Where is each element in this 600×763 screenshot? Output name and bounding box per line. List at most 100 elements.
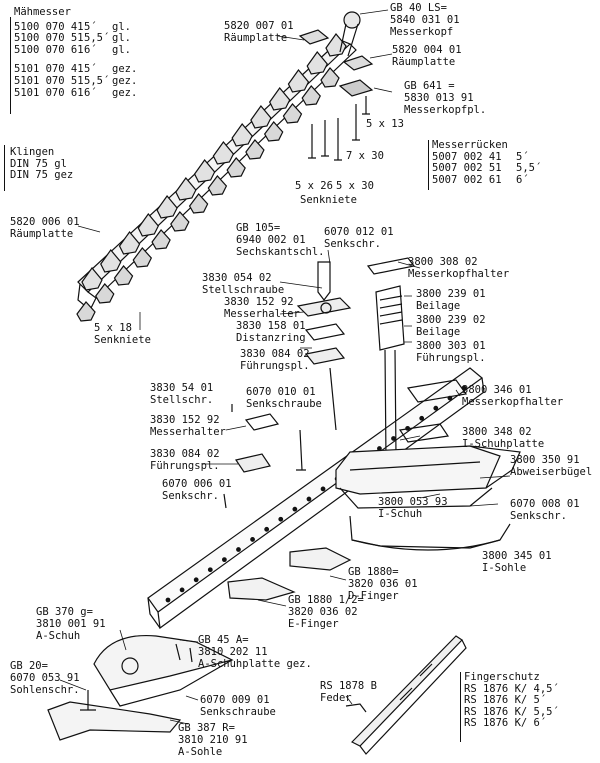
knife-section <box>156 195 178 219</box>
maehmesser-cell: gez. <box>112 63 138 76</box>
maehmesser-cell: 5100 070 41 <box>14 20 84 33</box>
bar-hole <box>236 547 241 552</box>
upper-knife-sections <box>76 33 347 322</box>
messerruecken-cell: 5007 002 61 <box>432 173 502 186</box>
knife-section <box>250 105 272 129</box>
maehmesser-cell: 5100 070 51 <box>14 32 84 45</box>
maehmesser-cell: 5101 070 41 <box>14 63 84 76</box>
label-senkschr-b: 6070 006 01 Senkschr. <box>162 478 232 502</box>
label-raeumplatte-right: 5820 004 01 Räumplatte <box>392 44 462 68</box>
label-fuehrungspl-c: 3830 084 02 Führungspl. <box>150 448 220 472</box>
label-stellschr-b: 3830 54 01 Stellschr. <box>150 382 214 406</box>
bar-hole <box>433 405 439 411</box>
label-senkschr-c: 6070 008 01 Senkschr. <box>510 498 580 522</box>
i-shoe-assembly <box>335 379 521 551</box>
label-senkniete-bottom: 5 x 18 Senkniete <box>94 322 151 346</box>
messerruecken-cell: 6´ <box>516 173 529 186</box>
label-beilage-b: 3800 239 02 Beilage <box>416 314 486 338</box>
label-isohle: 3800 345 01 I-Sohle <box>482 550 552 574</box>
bar-hole <box>320 486 326 492</box>
bar-hole <box>221 557 227 563</box>
label-raeumplatte-top: 5820 007 01 Räumplatte <box>224 20 294 44</box>
bar-hole <box>250 537 255 542</box>
knife-section <box>263 121 284 142</box>
bar-hole <box>278 516 284 522</box>
knife-section <box>231 123 253 147</box>
knife-section <box>306 51 328 75</box>
label-senkschraube-a: 6070 010 01 Senkschraube <box>246 386 322 410</box>
finger-bar <box>147 367 485 630</box>
maehmesser-cell: gez. <box>112 86 138 99</box>
messerruecken-cell: 5´ <box>516 150 529 163</box>
bar-hole <box>193 577 199 583</box>
fingers <box>227 547 352 601</box>
messerruecken-cell: 5,5´ <box>516 162 542 175</box>
fingerschutz-row: RS 1876 K/ 5´ <box>464 694 547 707</box>
knife-section <box>81 267 103 291</box>
maehmesser-cell: gez. <box>112 74 138 87</box>
bar-hole <box>306 496 312 502</box>
fingerschutz-title: Fingerschutz <box>464 671 540 683</box>
label-distanzring: 3830 158 01 Distanzring <box>236 320 306 344</box>
maehmesser-cell: 5,5´ <box>84 74 110 87</box>
label-dfinger: GB 1880= 3820 036 01 D-Finger <box>348 566 418 602</box>
knife-section <box>207 175 228 196</box>
klingen-bracket <box>4 145 5 191</box>
messerruecken-cell: 5007 002 41 <box>432 150 502 163</box>
maehmesser-cell: 5101 070 51 <box>14 74 84 87</box>
label-stellschraube-a: 3830 054 02 Stellschraube <box>202 272 285 296</box>
label-sohlenschr: GB 20= 6070 053 91 Sohlenschr. <box>10 660 80 696</box>
maehmesser-cell: 5100 070 61 <box>14 43 84 56</box>
fingerschutz-row: RS 1876 K/ 5,5´ <box>464 705 559 718</box>
maehmesser-cell: 6´ <box>84 86 97 99</box>
maehmesser-title: Mähmesser <box>14 6 71 18</box>
klingen-line: Klingen <box>10 146 55 158</box>
label-ischuh: 3800 053 93 I-Schuh <box>378 496 448 520</box>
knife-section <box>175 177 197 201</box>
klingen-line: DIN 75 gez <box>10 169 74 182</box>
maehmesser-cell: gl. <box>112 43 131 56</box>
messerruecken-row: 5007 002 61 6´ <box>432 173 541 187</box>
knife-section <box>226 157 246 178</box>
label-aschuh: GB 370 g= 3810 001 91 A-Schuh <box>36 606 106 642</box>
maehmesser-cell: gl. <box>112 20 131 33</box>
label-messerhalter-a: 3830 152 92 Messerhalter <box>224 296 300 320</box>
fingerschutz-row: RS 1876 K/ 6´ <box>464 717 547 730</box>
fingerschutz-table: Fingerschutz RS 1876 K/ 4,5´RS 1876 K/ 5… <box>464 671 559 730</box>
label-senkniete-top: Senkniete <box>300 194 357 206</box>
maehmesser-cell: 5´ <box>84 63 97 76</box>
maehmesser-cell: 5101 070 61 <box>14 86 84 99</box>
maehmesser-cell: 6´ <box>84 43 97 56</box>
label-beilage-a: 3800 239 01 Beilage <box>416 288 486 312</box>
klingen-list: Klingen DIN 75 gl DIN 75 gez <box>10 146 74 182</box>
finger-guard <box>345 635 467 755</box>
messerruecken-cell: 5007 002 51 <box>432 162 502 175</box>
label-raeumplatte-left: 5820 006 01 Räumplatte <box>10 216 80 240</box>
knife-section <box>301 85 321 106</box>
label-asohle: GB 387 R= 3810 210 91 A-Sohle <box>178 722 248 758</box>
bar-hole <box>292 506 298 512</box>
label-senkschr-a: 6070 012 01 Senkschr. <box>324 226 394 250</box>
label-messerkopfhalter-b: 3800 346 01 Messerkopfhalter <box>462 384 564 408</box>
bar-hole <box>391 436 396 441</box>
bar-hole <box>419 415 425 421</box>
bar-hole <box>179 587 185 593</box>
left-holder-parts <box>223 404 306 509</box>
knife-head-parts <box>298 11 374 161</box>
maehmesser-cell: 5,5´ <box>84 32 110 45</box>
knife-section <box>100 249 122 273</box>
leader-lines <box>59 9 511 725</box>
label-aschuhplatte: GB 45 A= 3810 202 11 A-Schuhplatte gez. <box>198 634 312 670</box>
knife-section <box>132 247 153 268</box>
maehmesser-bracket <box>10 17 11 114</box>
bar-hole <box>264 526 270 532</box>
maehmesser-cell: 5´ <box>84 20 97 33</box>
knife-section <box>95 283 115 304</box>
fingerschutz-bracket <box>460 672 461 742</box>
